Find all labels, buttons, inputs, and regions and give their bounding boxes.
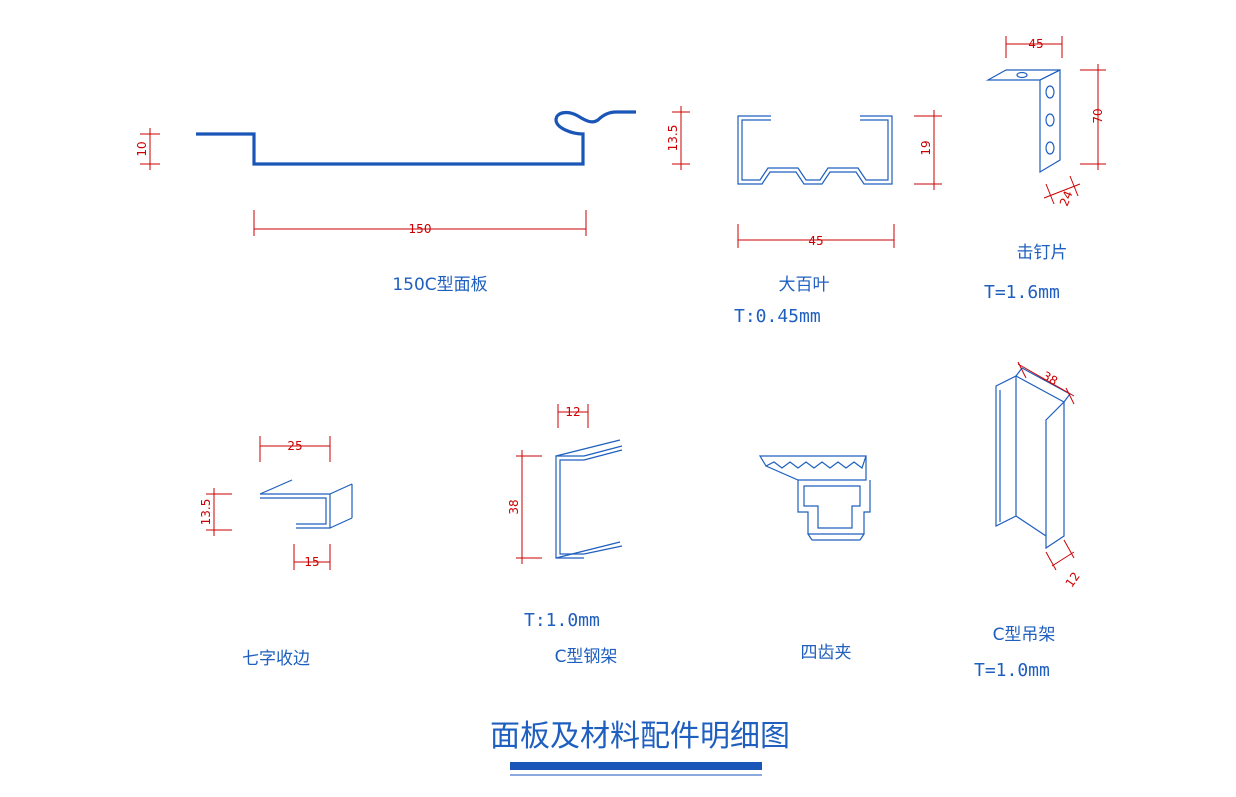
c-steel-frame-spec: T:1.0mm [524, 610, 600, 631]
c-steel-frame: 12 38 T:1.0mm C型钢架 [507, 404, 623, 667]
c-hanger-spec: T=1.0mm [974, 660, 1050, 681]
sichijia-body-inner [803, 485, 861, 529]
dabaiye: 19 45 大百叶 T:0.45mm [734, 110, 942, 327]
title-block: 面板及材料配件明细图 [490, 719, 790, 776]
jidingpian-hole-1 [1045, 85, 1055, 99]
panel-150c-dim-right-height: 13.5 [666, 125, 680, 152]
dabaiye-spec: T:0.45mm [734, 306, 821, 327]
qizi-shoubian-dim-height: 13.5 [199, 499, 213, 526]
panel-150c-label: 150C型面板 [392, 275, 487, 295]
c-hanger-front-plate [1045, 400, 1065, 550]
jidingpian-hole-2 [1045, 113, 1055, 127]
jidingpian-vertical-plate [1039, 69, 1061, 174]
c-steel-frame-label: C型钢架 [555, 647, 618, 667]
qizi-shoubian-label: 七字收边 [242, 649, 310, 669]
title-underline [510, 762, 762, 770]
jidingpian-dim-bottom: 24 [1057, 189, 1076, 208]
jidingpian: 45 70 24 击钉片 T=1.6mm [984, 36, 1106, 303]
panel-150c-dim-left-height: 10 [135, 141, 149, 156]
c-hanger: 38 12 C型吊架 T=1.0mm [974, 361, 1083, 681]
c-steel-frame-dim-top: 12 [565, 405, 580, 419]
panel-150c-dim-width: 150 [409, 222, 432, 236]
c-steel-frame-dim-height: 38 [507, 499, 521, 514]
jidingpian-dim-top: 45 [1028, 37, 1043, 51]
jidingpian-hole-3 [1045, 141, 1055, 155]
dabaiye-label: 大百叶 [779, 275, 830, 295]
c-steel-frame-profile [555, 455, 584, 559]
sichijia: 四齿夹 [758, 455, 871, 663]
qizi-shoubian-dim-bottom: 15 [304, 555, 319, 569]
sichijia-body-outer [765, 456, 871, 535]
qizi-shoubian-dim-top: 25 [287, 439, 302, 453]
dabaiye-dim-height: 19 [919, 140, 933, 155]
jidingpian-dim-height: 70 [1091, 108, 1105, 123]
jidingpian-label: 击钉片 [1017, 243, 1068, 263]
qizi-shoubian: 25 13.5 15 七字收边 [199, 436, 353, 669]
dabaiye-profile-outer [737, 115, 893, 185]
sichijia-teeth [758, 455, 867, 469]
c-hanger-back-plate [995, 375, 1017, 527]
qizi-shoubian-profile [260, 493, 331, 529]
c-hanger-dim-top: 38 [1040, 369, 1060, 389]
panel-150c-profile [196, 110, 636, 166]
dabaiye-profile-inner [741, 119, 889, 181]
jidingpian-spec: T=1.6mm [984, 282, 1060, 303]
sichijia-label: 四齿夹 [801, 643, 852, 663]
c-hanger-dim-bottom: 12 [1063, 569, 1083, 590]
panel-150c: 10 13.5 150 150C型面板 [135, 106, 690, 295]
drawing-title: 面板及材料配件明细图 [490, 719, 790, 754]
c-hanger-label: C型吊架 [993, 625, 1056, 645]
dabaiye-dim-width: 45 [808, 234, 823, 248]
